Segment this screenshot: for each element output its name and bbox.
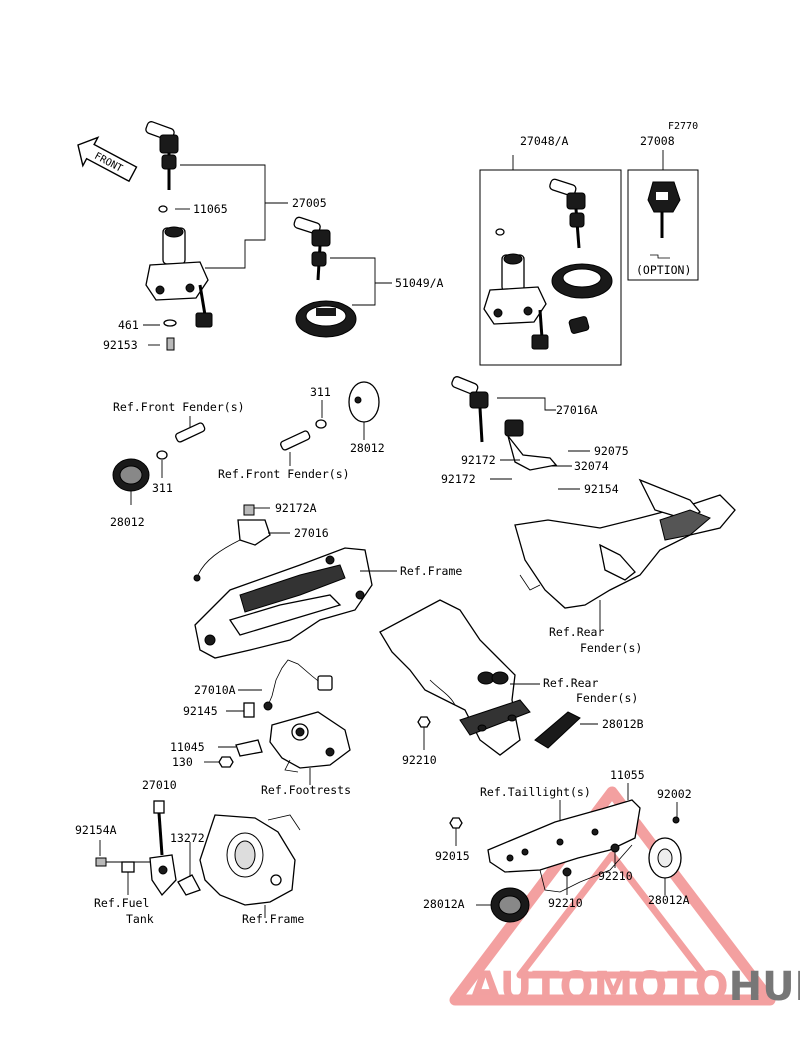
rear-fender-license-holder-icon xyxy=(379,599,531,756)
label-92172-b: 92172 xyxy=(441,472,476,486)
label-ref-frame-a: Ref.Frame xyxy=(400,564,462,578)
label-ref-rear-fender-a1: Ref.Rear xyxy=(549,625,604,639)
watermark-triangle-logo xyxy=(449,786,776,1006)
label-ref-front-fender-a: Ref.Front Fender(s) xyxy=(113,400,245,414)
label-11065: 11065 xyxy=(193,202,228,216)
label-51049a: 51049/A xyxy=(395,276,444,290)
label-92210-b: 92210 xyxy=(598,869,633,883)
emblem-28012-left-icon xyxy=(112,458,150,492)
emblem-28012a-left-icon xyxy=(490,887,530,923)
leader-27016a xyxy=(497,397,556,411)
seat-lock-cable-27016-icon xyxy=(193,504,271,582)
nut-92210-icon xyxy=(417,716,431,728)
fuel-cap-key-51049-icon xyxy=(293,216,357,338)
license-bracket-11055-icon xyxy=(487,799,641,893)
bolt-92154a-icon xyxy=(95,857,107,867)
reflector-28012b-icon xyxy=(534,711,581,749)
seat-lock-key-27016a-icon xyxy=(451,376,558,471)
footrest-bracket-icon xyxy=(269,711,351,773)
option-key-box xyxy=(627,169,699,281)
label-92172a: 92172A xyxy=(275,501,317,515)
label-27016a: 27016A xyxy=(556,403,598,417)
rear-sub-frame-icon xyxy=(194,547,373,659)
nuts-92210-icon xyxy=(562,816,680,877)
watermark-hub: HUB xyxy=(729,964,800,1010)
connector-icon xyxy=(121,861,135,873)
label-92002: 92002 xyxy=(657,787,692,801)
label-ref-footrests: Ref.Footrests xyxy=(261,783,351,797)
label-ref-fuel-tank1: Ref.Fuel xyxy=(94,896,149,910)
ignition-switch-11065-icon xyxy=(145,205,213,351)
label-27005: 27005 xyxy=(292,196,327,210)
label-130: 130 xyxy=(172,755,193,769)
label-ref-frame-b: Ref.Frame xyxy=(242,912,304,926)
label-461: 461 xyxy=(118,318,139,332)
label-ref-front-fender-b: Ref.Front Fender(s) xyxy=(218,467,350,481)
label-32074: 32074 xyxy=(574,459,609,473)
label-11045: 11045 xyxy=(170,740,205,754)
label-28012b: 28012B xyxy=(602,717,644,731)
kit-27048a-box xyxy=(479,169,622,366)
leaders-top-left xyxy=(143,164,392,346)
nut-92015-icon xyxy=(449,817,463,829)
label-28012a-left: 28012A xyxy=(423,897,465,911)
label-92210-c: 92210 xyxy=(548,896,583,910)
label-92154: 92154 xyxy=(584,482,619,496)
sidestand-switch-11045-icon xyxy=(218,739,263,768)
label-92154a: 92154A xyxy=(75,823,117,837)
label-27008: 27008 xyxy=(640,134,675,148)
label-11055: 11055 xyxy=(610,768,645,782)
label-311-b: 311 xyxy=(310,385,331,399)
clamp-13272-icon xyxy=(177,874,201,896)
label-27016: 27016 xyxy=(294,526,329,540)
ignition-key-27005-icon xyxy=(145,121,179,190)
label-92075: 92075 xyxy=(594,444,629,458)
label-92015: 92015 xyxy=(435,849,470,863)
front-direction-arrow: FRONT xyxy=(77,136,138,183)
emblem-28012-right-icon xyxy=(348,381,380,423)
label-92172-a: 92172 xyxy=(461,453,496,467)
label-ref-rear-fender-b2: Fender(s) xyxy=(576,691,638,705)
figure-code: F2770 xyxy=(668,121,698,132)
fuel-sensor-27010-icon xyxy=(149,800,177,897)
label-27010: 27010 xyxy=(142,778,177,792)
label-92145: 92145 xyxy=(183,704,218,718)
emblem-28012a-right-icon xyxy=(648,837,682,879)
label-13272: 13272 xyxy=(170,831,205,845)
rear-fender-upper-icon xyxy=(514,478,736,609)
label-ref-taillight: Ref.Taillight(s) xyxy=(480,785,591,799)
label-311-a: 311 xyxy=(152,481,173,495)
label-ref-fuel-tank2: Tank xyxy=(126,912,154,926)
label-28012-left: 28012 xyxy=(110,515,145,529)
svg-text:AUTOMOTOHUB: AUTOMOTOHUB xyxy=(470,964,800,1010)
label-28012a-right: 28012A xyxy=(648,893,690,907)
label-ref-rear-fender-a2: Fender(s) xyxy=(580,641,642,655)
watermark-auto-moto: AUTOMOTO xyxy=(470,964,729,1010)
label-28012-right: 28012 xyxy=(350,441,385,455)
ignition-kit-27048a-icon xyxy=(483,178,613,350)
label-27010a: 27010A xyxy=(194,683,236,697)
blank-key-27008-icon xyxy=(647,181,681,259)
label-92210-a: 92210 xyxy=(402,753,437,767)
option-label: (OPTION) xyxy=(636,263,691,277)
watermark: AUTOMOTOHUB xyxy=(449,786,800,1010)
stay-bolt-icon xyxy=(156,422,206,460)
main-frame-lower-icon xyxy=(199,814,301,906)
label-ref-rear-fender-b1: Ref.Rear xyxy=(543,676,598,690)
sidestand-switch-cable-27010a-icon xyxy=(243,659,333,718)
label-92153: 92153 xyxy=(103,338,138,352)
stay-bolt-right-icon xyxy=(280,419,327,451)
label-27048a: 27048/A xyxy=(520,134,569,148)
